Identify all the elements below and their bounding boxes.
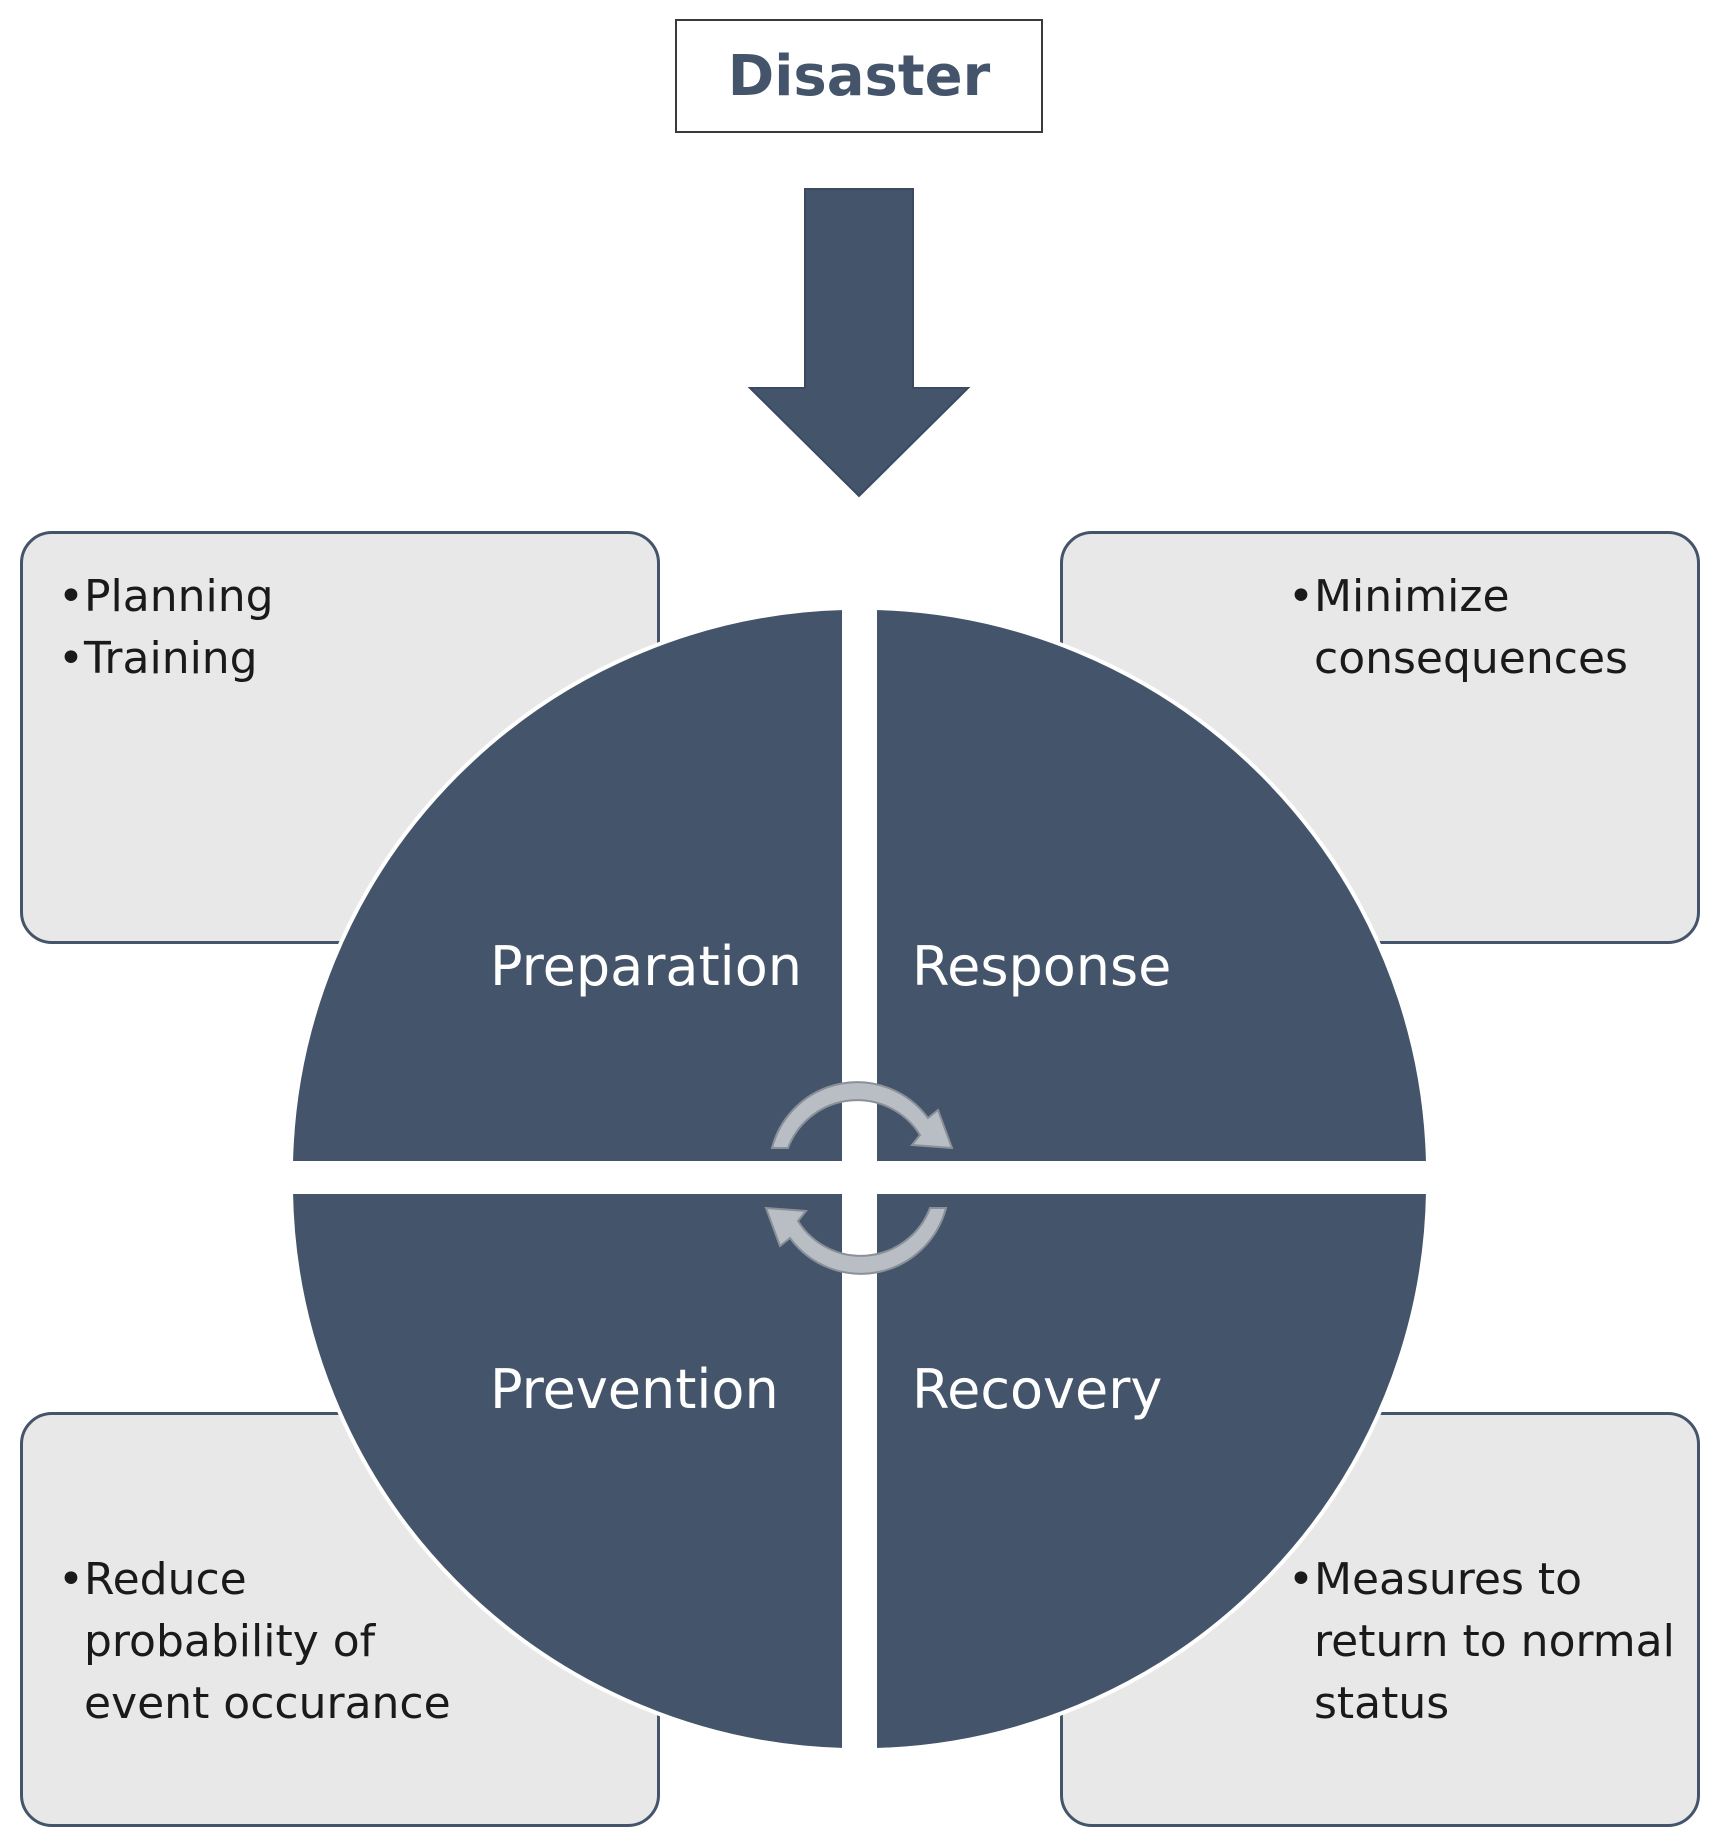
bullet-icon: • xyxy=(1288,571,1314,622)
bullet-list-preparation: •Planning •Training xyxy=(58,566,274,690)
bullet-item: •Training xyxy=(58,628,274,690)
bullet-item: •Reduce probability of event occurance xyxy=(58,1549,478,1735)
quadrant-label-prevention: Prevention xyxy=(490,1358,779,1421)
bullet-list-prevention: •Reduce probability of event occurance xyxy=(58,1549,478,1735)
cycle-arrow-bottom xyxy=(764,1206,948,1275)
bullet-item: •Measures to return to normal status xyxy=(1288,1549,1688,1735)
bullet-text: Measures to return to normal status xyxy=(1314,1554,1675,1729)
quadrant-response xyxy=(873,605,1431,1165)
bullet-text: Reduce probability of event occurance xyxy=(84,1554,451,1729)
bullet-icon: • xyxy=(58,633,84,684)
bullet-icon: • xyxy=(58,571,84,622)
bullet-item: •Planning xyxy=(58,566,274,628)
quadrant-preparation xyxy=(288,605,846,1165)
bullet-list-response: •Minimize consequences xyxy=(1288,566,1683,690)
quadrant-label-response: Response xyxy=(912,935,1171,998)
bullet-text: Training xyxy=(84,633,258,684)
down-arrow-icon xyxy=(747,188,971,498)
quadrant-recovery xyxy=(873,1190,1431,1753)
bullet-icon: • xyxy=(58,1554,84,1605)
bullet-text: Minimize consequences xyxy=(1314,571,1628,684)
bullet-text: Planning xyxy=(84,571,274,622)
bullet-item: •Minimize consequences xyxy=(1288,566,1683,690)
cycle-arrow-icon xyxy=(764,1081,954,1275)
circle-quadrants xyxy=(288,605,1431,1753)
quadrant-prevention xyxy=(288,1190,846,1753)
cycle-arrow-top xyxy=(770,1081,954,1150)
diagram-title: Disaster xyxy=(675,19,1043,133)
quadrant-label-preparation: Preparation xyxy=(490,935,802,998)
bullet-list-recovery: •Measures to return to normal status xyxy=(1288,1549,1688,1735)
bullet-icon: • xyxy=(1288,1554,1314,1605)
quadrant-label-recovery: Recovery xyxy=(912,1358,1162,1421)
